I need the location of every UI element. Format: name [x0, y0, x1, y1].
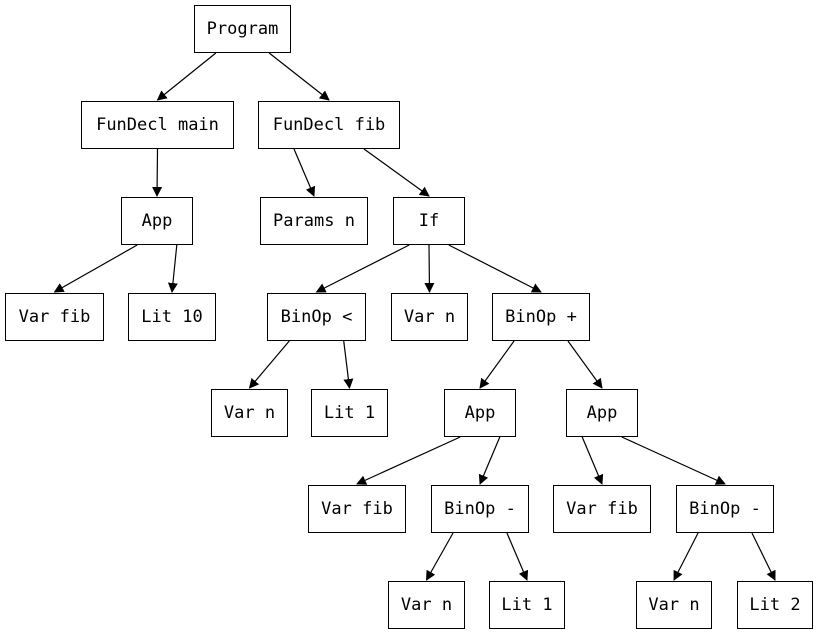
edge-8-12: [343, 340, 354, 389]
node-fundecl-fib: FunDecl fib: [258, 101, 400, 149]
node-lit-2: Lit 2: [737, 581, 813, 629]
edge-13-16: [478, 436, 501, 485]
node-var-fib-main: Var fib: [5, 293, 104, 341]
edge-7-8: [315, 244, 410, 293]
edge-8-11: [248, 340, 290, 389]
node-var-n-left: Var n: [388, 581, 465, 629]
node-lit-1-cond: Lit 1: [311, 389, 388, 437]
node-var-fib-right: Var fib: [553, 485, 651, 533]
edge-18-21: [673, 532, 699, 581]
edge-3-5: [167, 244, 178, 293]
node-binop-plus: BinOp +: [492, 293, 590, 341]
edge-13-15: [356, 436, 461, 485]
edge-0-1: [156, 52, 217, 101]
edge-1-3: [152, 148, 163, 197]
node-program: Program: [194, 5, 291, 53]
edge-2-6: [293, 148, 316, 197]
edge-14-18: [621, 436, 726, 485]
edge-14-17: [581, 436, 604, 485]
edge-2-7: [363, 148, 430, 197]
node-var-n-right: Var n: [636, 581, 712, 629]
node-lit-1-left: Lit 1: [489, 581, 565, 629]
edge-0-2: [268, 52, 330, 101]
edge-10-13: [479, 340, 515, 389]
node-binop-lt: BinOp <: [267, 293, 366, 341]
node-var-fib-left: Var fib: [308, 485, 406, 533]
edge-7-9: [424, 244, 435, 293]
node-if: If: [393, 197, 465, 245]
edge-18-22: [751, 532, 776, 581]
node-app-main: App: [121, 197, 193, 245]
edge-16-19: [425, 532, 454, 581]
node-binop-minus-left: BinOp -: [431, 485, 529, 533]
edge-16-20: [506, 532, 529, 581]
node-app-left: App: [444, 389, 516, 437]
node-app-right: App: [566, 389, 638, 437]
node-fundecl-main: FunDecl main: [81, 101, 234, 149]
node-params-n: Params n: [260, 197, 368, 245]
node-binop-minus-right: BinOp -: [676, 485, 774, 533]
edge-10-14: [567, 340, 603, 389]
node-var-n-cond: Var n: [211, 389, 288, 437]
node-var-n-then: Var n: [391, 293, 468, 341]
node-lit-10: Lit 10: [128, 293, 216, 341]
edge-3-4: [53, 244, 138, 293]
edge-7-10: [448, 244, 542, 293]
